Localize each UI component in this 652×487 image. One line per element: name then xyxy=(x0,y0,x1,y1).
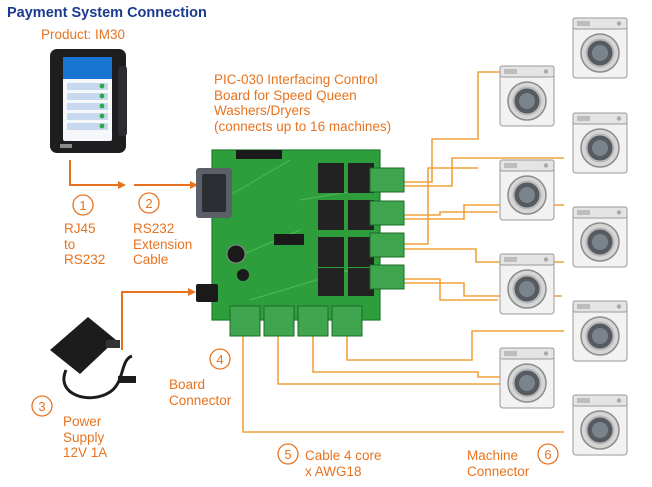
washing-machine-icon xyxy=(499,253,555,315)
board-description-line: (connects up to 16 machines) xyxy=(214,118,392,134)
board-connector-terminals xyxy=(229,305,363,337)
label-line: x AWG18 xyxy=(305,463,362,479)
board-description-line: PIC-030 Interfacing Control xyxy=(214,72,378,87)
washing-machines xyxy=(499,17,628,456)
machine-terminals xyxy=(369,167,405,290)
page-title: Payment System Connection xyxy=(7,5,207,21)
label-line: Board xyxy=(169,377,206,392)
label-line: Machine xyxy=(467,448,519,463)
machine-cables xyxy=(242,71,564,433)
board-description-line: Washers/Dryers xyxy=(214,103,311,118)
step-4-label: Board Connector xyxy=(169,377,231,408)
washing-machine-icon xyxy=(572,394,628,456)
step-1-label: RJ45 to RS232 xyxy=(64,221,105,268)
label-line: Connector xyxy=(467,463,530,479)
label-line: Power xyxy=(63,414,102,429)
step-5-label: Cable 4 core x AWG18 xyxy=(305,448,382,479)
label-line: RS232 xyxy=(64,252,106,267)
label-line: Cable xyxy=(133,252,169,267)
label-line: 12V 1A xyxy=(63,445,108,460)
label-line: Cable 4 core xyxy=(305,448,382,463)
step-1-number: 1 xyxy=(79,198,86,213)
washing-machine-icon xyxy=(499,347,555,409)
board-description-line: Board for Speed Queen xyxy=(214,87,357,103)
step-3-number: 3 xyxy=(38,399,45,414)
power-adapter-icon xyxy=(50,317,136,400)
payment-terminal-icon xyxy=(50,49,127,153)
interface-board xyxy=(196,149,405,337)
washing-machine-icon xyxy=(499,65,555,127)
step-3-label: Power Supply 12V 1A xyxy=(63,414,107,461)
product-label: Product: IM30 xyxy=(41,27,126,42)
washing-machine-icon xyxy=(572,206,628,268)
connection-arrows xyxy=(69,160,198,350)
step-badges xyxy=(31,192,559,465)
board-headers xyxy=(318,163,374,296)
label-line: Supply xyxy=(63,429,105,445)
washing-machine-icon xyxy=(572,17,628,79)
label-line: RJ45 xyxy=(64,221,96,236)
label-line: RS232 xyxy=(133,221,175,236)
washing-machine-icon xyxy=(572,112,628,174)
step-5-number: 5 xyxy=(284,447,291,462)
washing-machine-icon xyxy=(499,159,555,221)
step-2-label: RS232 Extension Cable xyxy=(133,221,192,268)
label-line: Extension xyxy=(133,236,193,252)
board-description: PIC-030 Interfacing Control Board for Sp… xyxy=(214,72,414,134)
step-2-number: 2 xyxy=(145,196,152,211)
step-4-number: 4 xyxy=(216,352,223,367)
washing-machine-icon xyxy=(572,300,628,362)
label-line: to xyxy=(64,236,76,252)
step-6-number: 6 xyxy=(544,447,551,462)
step-6-label: Machine Connector xyxy=(467,448,529,479)
label-line: Connector xyxy=(169,392,232,408)
